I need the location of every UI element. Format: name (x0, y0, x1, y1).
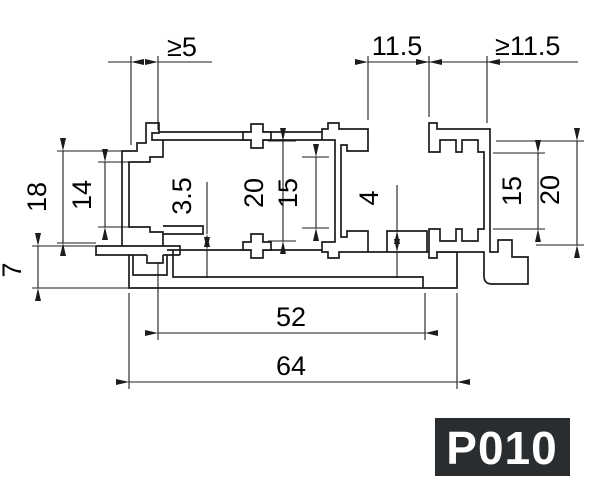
base-chamber (172, 250, 424, 288)
dimension-annotations: ≥5 11.5 ≥11.5 18 14 (0, 31, 584, 389)
center-upright (321, 122, 369, 259)
dim-right-channel-inner: 15 (493, 140, 545, 242)
dim-label-left-gap: 3.5 (167, 177, 197, 215)
dim-label-right-channel-outer: 20 (535, 175, 565, 205)
dim-left-inner-height: 14 (67, 149, 150, 240)
dim-right-channel-outer: 20 (496, 128, 584, 258)
base-fin-top (96, 245, 181, 255)
dim-label-inner-width: 52 (276, 302, 306, 332)
dim-label-right-channel-inner: 15 (497, 176, 527, 206)
base-hook-tooth (146, 255, 164, 264)
base-pocket (132, 255, 168, 276)
dim-label-base-height: 7 (0, 262, 27, 277)
profile-outline (95, 122, 529, 289)
dim-label-right-gap: 4 (354, 190, 384, 205)
part-code-badge: P010 (435, 418, 570, 476)
left-gap-tab (163, 225, 204, 235)
dim-label-top-left-slot: ≥5 (167, 32, 197, 62)
dim-label-top-mid-slot: 11.5 (372, 31, 423, 61)
badge-background (435, 418, 570, 476)
dim-right-gap: 4 (354, 185, 400, 278)
dim-top-left-slot: ≥5 (108, 32, 212, 145)
dim-inner-width: 52 (145, 262, 438, 340)
dim-left-channel-inner: 15 (273, 144, 329, 241)
dim-top-mid-slot: 11.5 (355, 31, 442, 120)
dim-top-right-slot: ≥11.5 (416, 31, 578, 123)
dim-base-height: 7 (0, 233, 129, 301)
dim-label-left-outer-height: 18 (22, 182, 52, 212)
dim-label-left-inner-height: 14 (67, 180, 97, 210)
base-plate (95, 230, 458, 289)
right-upright (428, 122, 529, 285)
dim-label-total-width: 64 (276, 351, 306, 381)
dim-total-width: 64 (116, 293, 470, 389)
part-code-label: P010 (446, 422, 557, 474)
dim-left-channel-outer: 20 (239, 128, 296, 254)
dim-left-gap: 3.5 (167, 177, 210, 278)
dim-label-left-channel-inner: 15 (273, 178, 303, 208)
dim-label-top-right-slot: ≥11.5 (495, 31, 560, 61)
cross-tooth-bottom (242, 233, 272, 259)
cross-tooth-top (242, 123, 272, 149)
dim-left-outer-height: 18 (22, 138, 122, 256)
dim-label-left-channel-outer: 20 (239, 178, 269, 208)
